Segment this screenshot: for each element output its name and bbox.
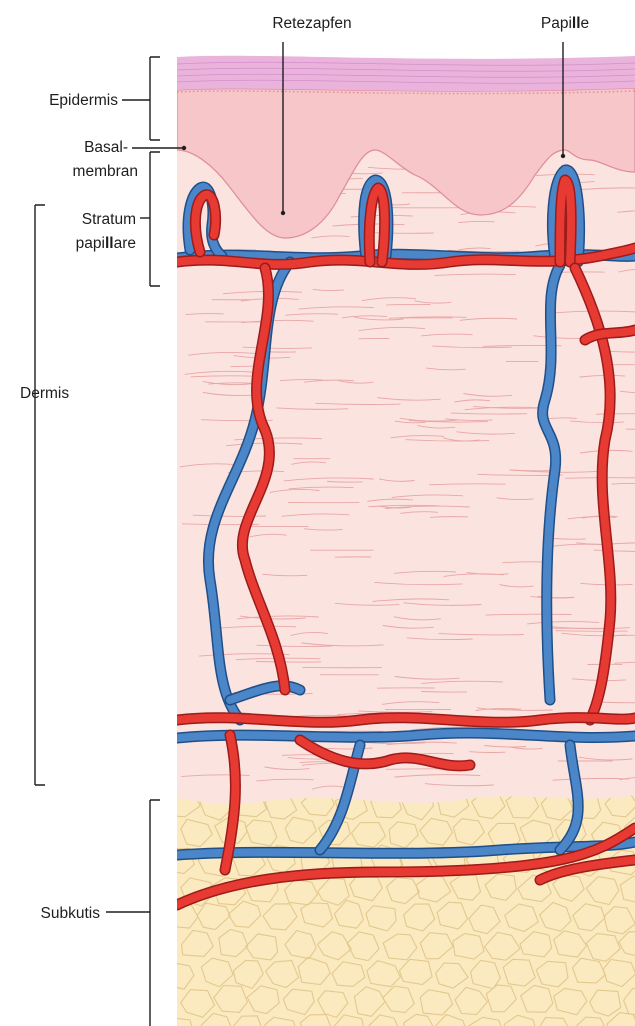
subkutis-layer [177, 795, 635, 1026]
label-epidermis: Epidermis [49, 92, 118, 109]
label-dermis: Dermis [20, 385, 69, 402]
label-subkutis: Subkutis [41, 905, 101, 922]
label-basalmembran-1: Basal- [84, 139, 128, 156]
label-retezapfen: Retezapfen [272, 15, 351, 32]
label-papillare: papillare [76, 235, 136, 252]
label-stratum: Stratum [82, 211, 136, 228]
label-papille: Papille [541, 15, 589, 32]
label-basalmembran-2: membran [73, 163, 138, 180]
stratum-corneum [177, 56, 635, 91]
